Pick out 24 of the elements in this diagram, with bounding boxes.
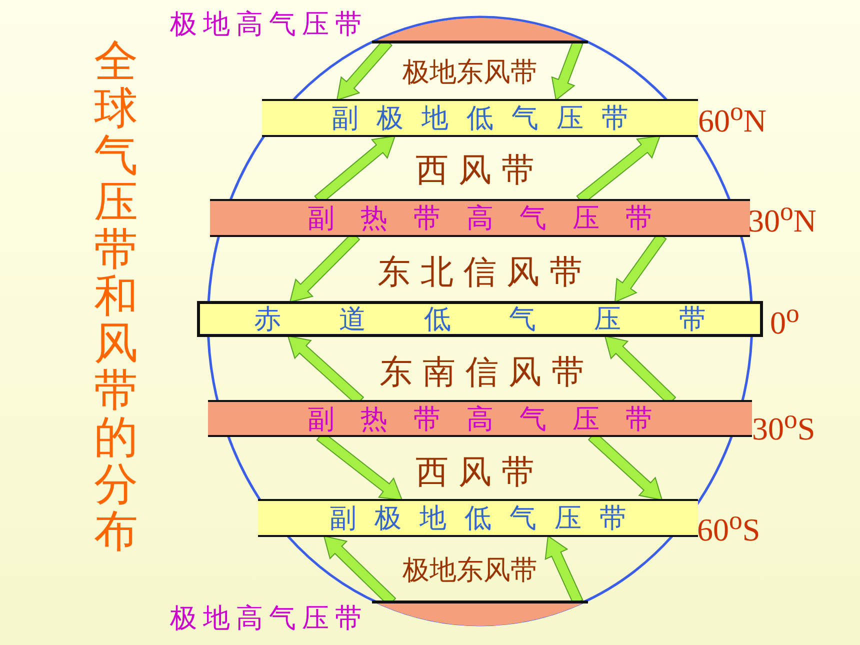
title: 全球气压带和风带的分布 bbox=[94, 38, 139, 555]
band-label: 副热带高气压带 bbox=[306, 402, 680, 435]
latitude-label: 0$^{o}$ bbox=[770, 298, 800, 342]
band-label: 极地高气压带 bbox=[170, 8, 368, 42]
band-label: 极地高气压带 bbox=[170, 602, 368, 636]
pressure-band bbox=[262, 99, 698, 137]
pressure-band bbox=[258, 499, 698, 537]
latitude-label: 60$^{o}$S bbox=[697, 505, 760, 549]
band-label: 副极地低气压带 bbox=[330, 102, 648, 135]
wind-belt-label: 极地东风带 bbox=[402, 554, 538, 588]
pressure-band bbox=[208, 400, 752, 437]
wind-belt-label: 西风带 bbox=[416, 451, 544, 493]
wind-belt-label: 东北信风带 bbox=[378, 251, 592, 293]
pressure-band bbox=[210, 199, 750, 237]
latitude-label: 30$^{o}$N bbox=[748, 196, 816, 240]
wind-belt-label: 西风带 bbox=[416, 149, 544, 191]
band-label: 赤道低气压带 bbox=[253, 304, 760, 334]
band-label: 副热带高气压带 bbox=[306, 202, 680, 235]
latitude-label: 30$^{o}$S bbox=[752, 404, 816, 448]
pressure-band bbox=[197, 301, 763, 337]
wind-belt-label: 东南信风带 bbox=[380, 351, 594, 393]
wind-belt-label: 极地东风带 bbox=[402, 56, 538, 90]
band-label: 副极地低气压带 bbox=[328, 502, 646, 535]
latitude-label: 60$^{o}$N bbox=[698, 96, 766, 140]
